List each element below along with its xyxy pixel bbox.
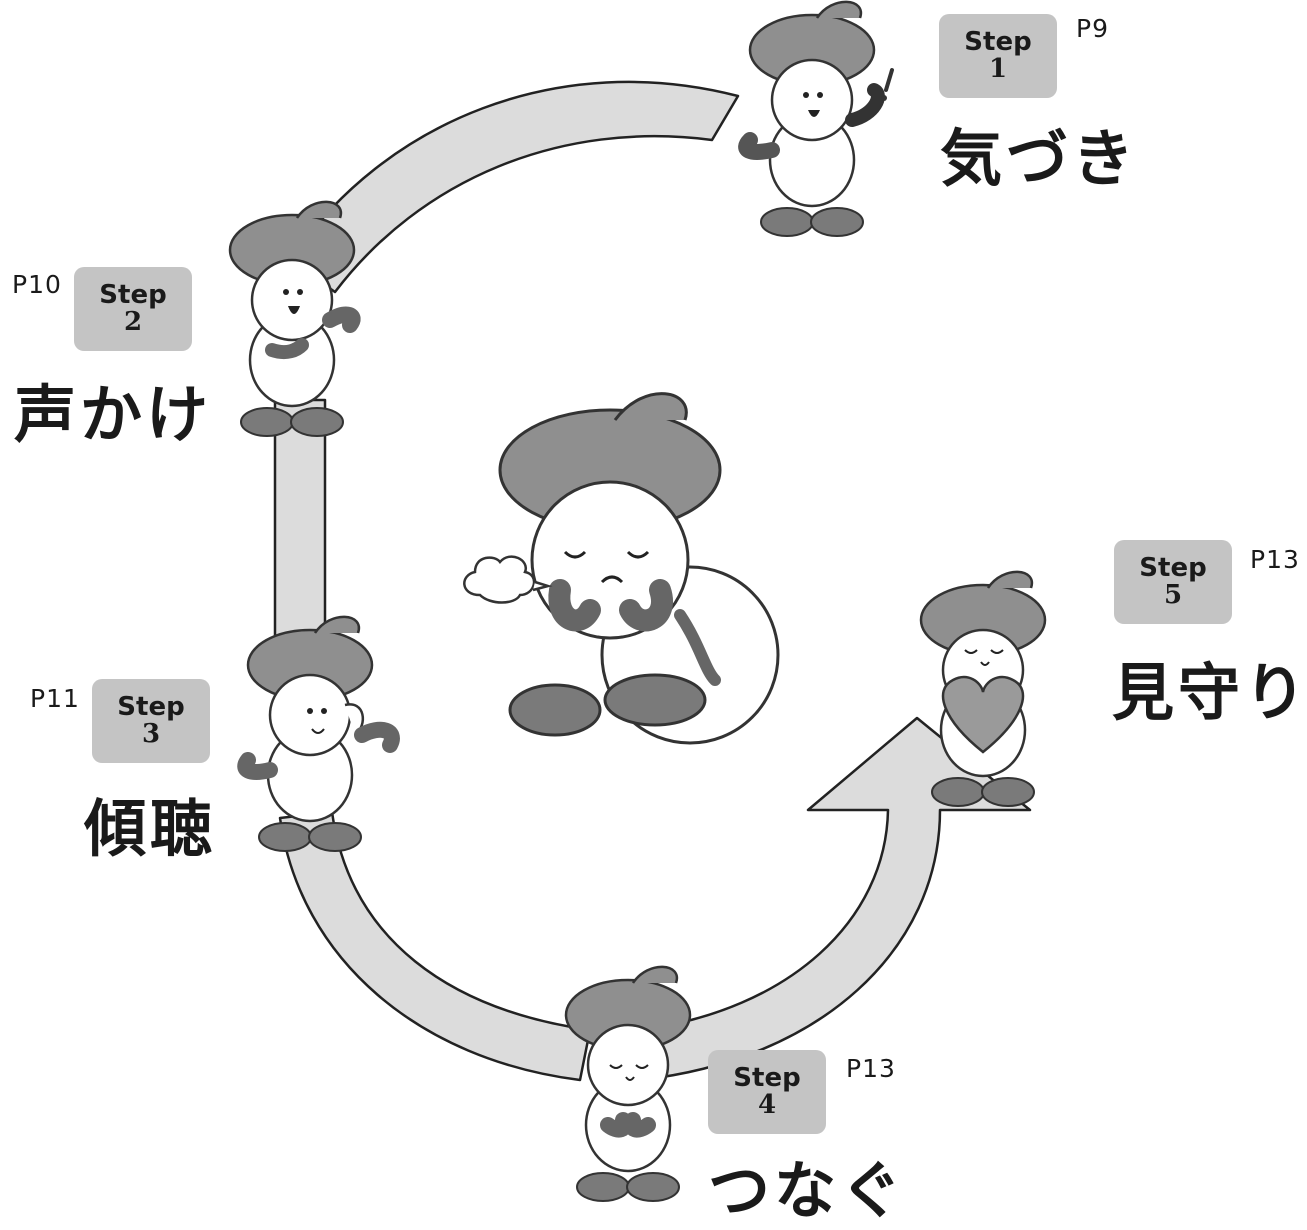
step2-number: 2 [123,307,143,337]
step3-number: 3 [141,719,161,749]
step1-title: 気づき [940,122,1139,195]
step3-character [237,615,400,853]
step1-character [738,0,894,238]
step1-number: 1 [988,54,1008,84]
step4-page: P13 [846,1054,896,1083]
step2-label: Step [99,279,167,310]
step2-character [228,200,361,438]
step2-page: P10 [12,270,62,299]
step4-number: 4 [757,1090,777,1120]
step4-character [564,965,692,1203]
exclamation-icon [881,68,894,101]
heart-icon [941,675,1025,754]
sigh-bubble-icon [463,555,553,604]
step5-character [919,570,1047,808]
step4-label: Step [733,1062,801,1093]
step5-badge: Step 5 [1114,540,1232,624]
step5-title: 見守り [1112,656,1307,729]
step2-badge: Step 2 [74,267,192,351]
step4-badge: Step 4 [708,1050,826,1134]
step5-label: Step [1139,552,1207,583]
step4-title: つなぐ [708,1154,907,1227]
step3-badge: Step 3 [92,679,210,763]
step3-page: P11 [30,684,80,713]
step1-page: P9 [1076,14,1109,43]
step2-title: 声かけ [14,378,213,451]
step5-number: 5 [1163,580,1183,610]
worried-character [463,392,780,745]
step1-label: Step [964,26,1032,57]
step3-title: 傾聴 [84,792,217,865]
step1-badge: Step 1 [939,14,1057,98]
step3-label: Step [117,691,185,722]
step5-page: P13 [1250,545,1300,574]
